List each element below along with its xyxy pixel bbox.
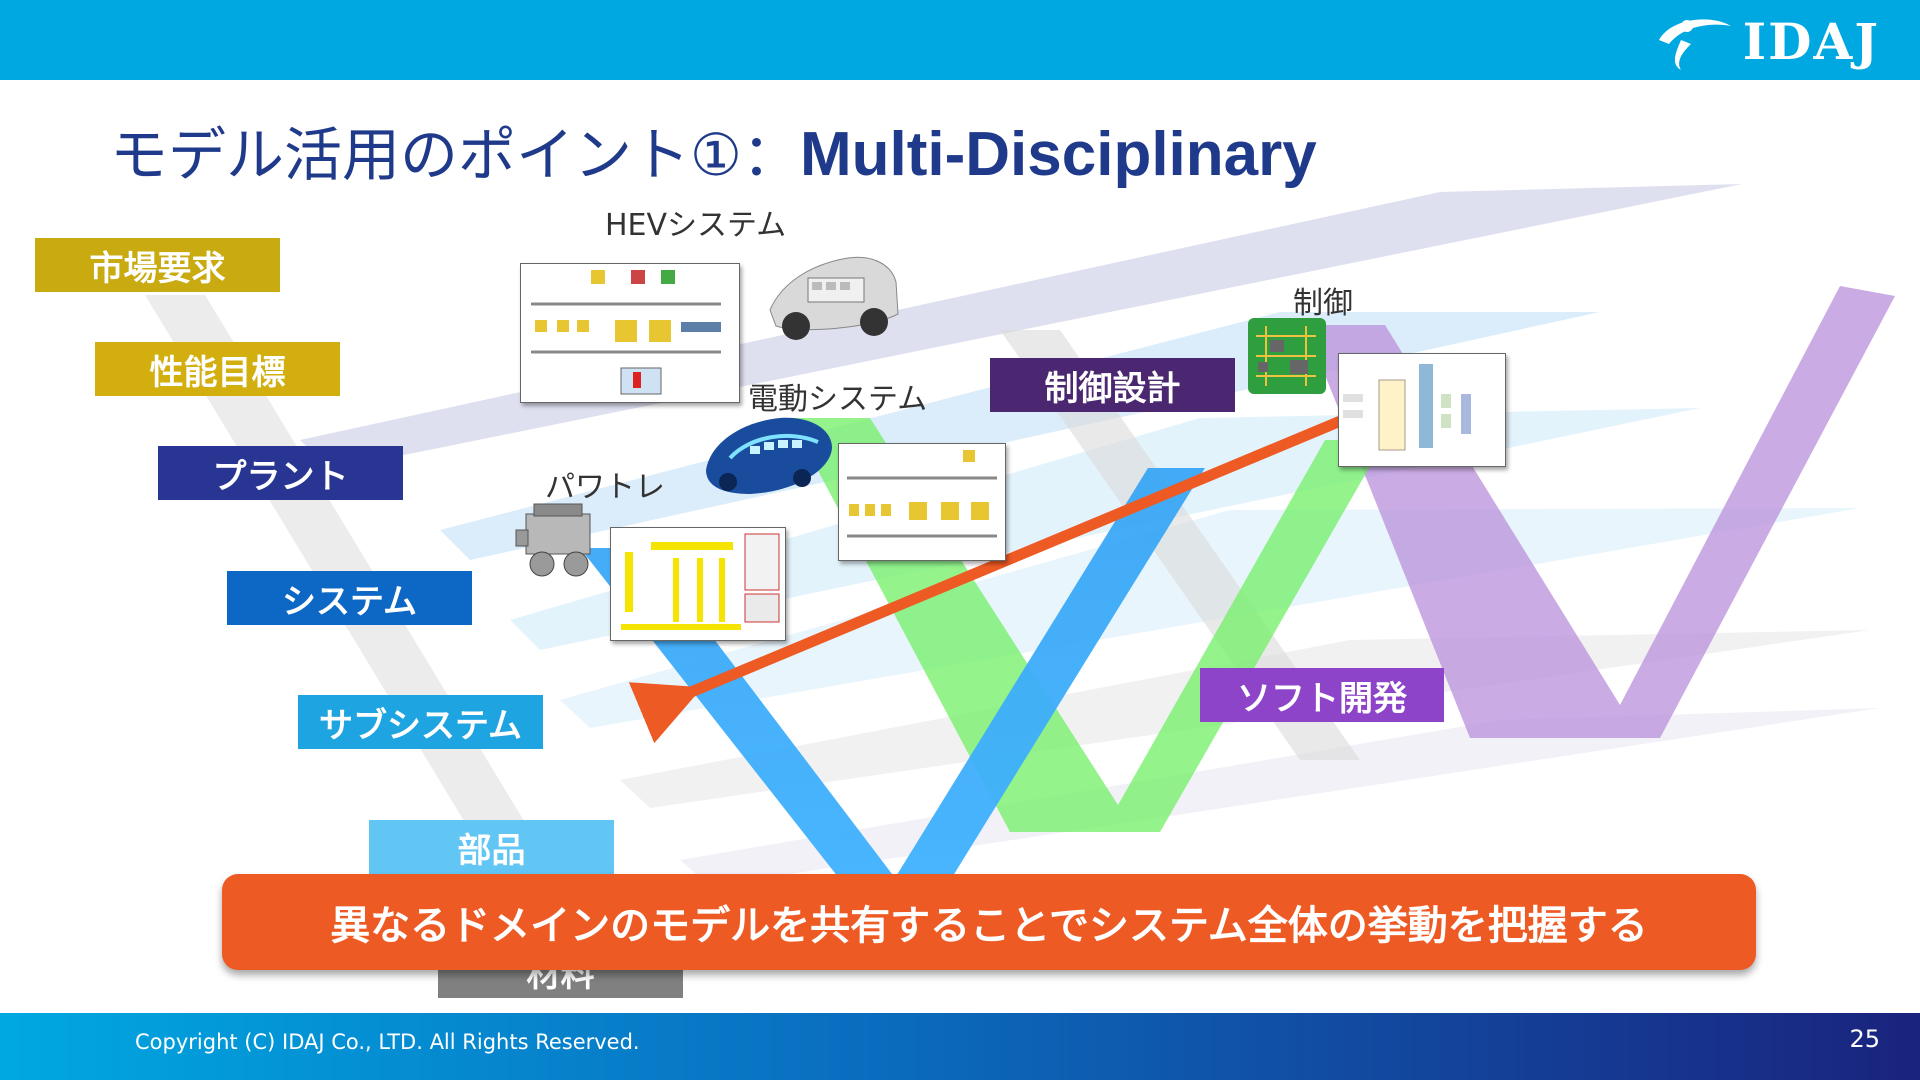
key-message-text: 異なるドメインのモデルを共有することでシステム全体の挙動を把握する <box>330 903 1648 949</box>
hev-model-screenshot <box>520 263 740 403</box>
level-system: システム <box>227 571 472 625</box>
label-electric-system: 電動システム <box>748 382 928 417</box>
title-sub: Multi-Disciplinary <box>800 120 1317 189</box>
footer-bar <box>0 1013 1920 1080</box>
electric-model-screenshot <box>838 443 1006 561</box>
label-hev-system: HEVシステム <box>605 208 787 243</box>
domain-software-dev: ソフト開発 <box>1200 668 1444 722</box>
key-message-banner: 異なるドメインのモデルを共有することでシステム全体の挙動を把握する <box>222 874 1756 970</box>
page-title: モデル活用のポイント①：Multi-Disciplinary <box>110 108 1317 192</box>
double-arrow-icon <box>628 374 1441 744</box>
level-subsystem: サブシステム <box>298 695 543 749</box>
header-bar <box>0 0 1920 80</box>
title-main: モデル活用のポイント①： <box>110 121 800 189</box>
circuit-board-icon <box>1248 318 1326 394</box>
idaj-logo-icon <box>1658 19 1731 70</box>
logo-text: IDAJ <box>1742 11 1880 71</box>
car-cutaway-icon <box>769 256 899 340</box>
idaj-logo: IDAJ <box>1651 10 1880 72</box>
control-model-screenshot <box>1338 353 1506 467</box>
level-performance-target: 性能目標 <box>95 342 340 396</box>
ev-car-icon <box>706 417 832 494</box>
level-component: 部品 <box>369 820 614 874</box>
label-control: 制御 <box>1293 286 1353 321</box>
domain-control-design: 制御設計 <box>990 358 1235 412</box>
engine-icon <box>515 503 591 577</box>
level-plant: プラント <box>158 446 403 500</box>
copyright-text: Copyright (C) IDAJ Co., LTD. All Rights … <box>135 1030 640 1054</box>
level-market-requirements: 市場要求 <box>35 238 280 292</box>
purple-v <box>1305 286 1895 738</box>
page-number: 25 <box>1849 1025 1880 1053</box>
powertrain-model-screenshot <box>610 527 786 641</box>
label-powertrain: パワトレ <box>545 470 665 505</box>
